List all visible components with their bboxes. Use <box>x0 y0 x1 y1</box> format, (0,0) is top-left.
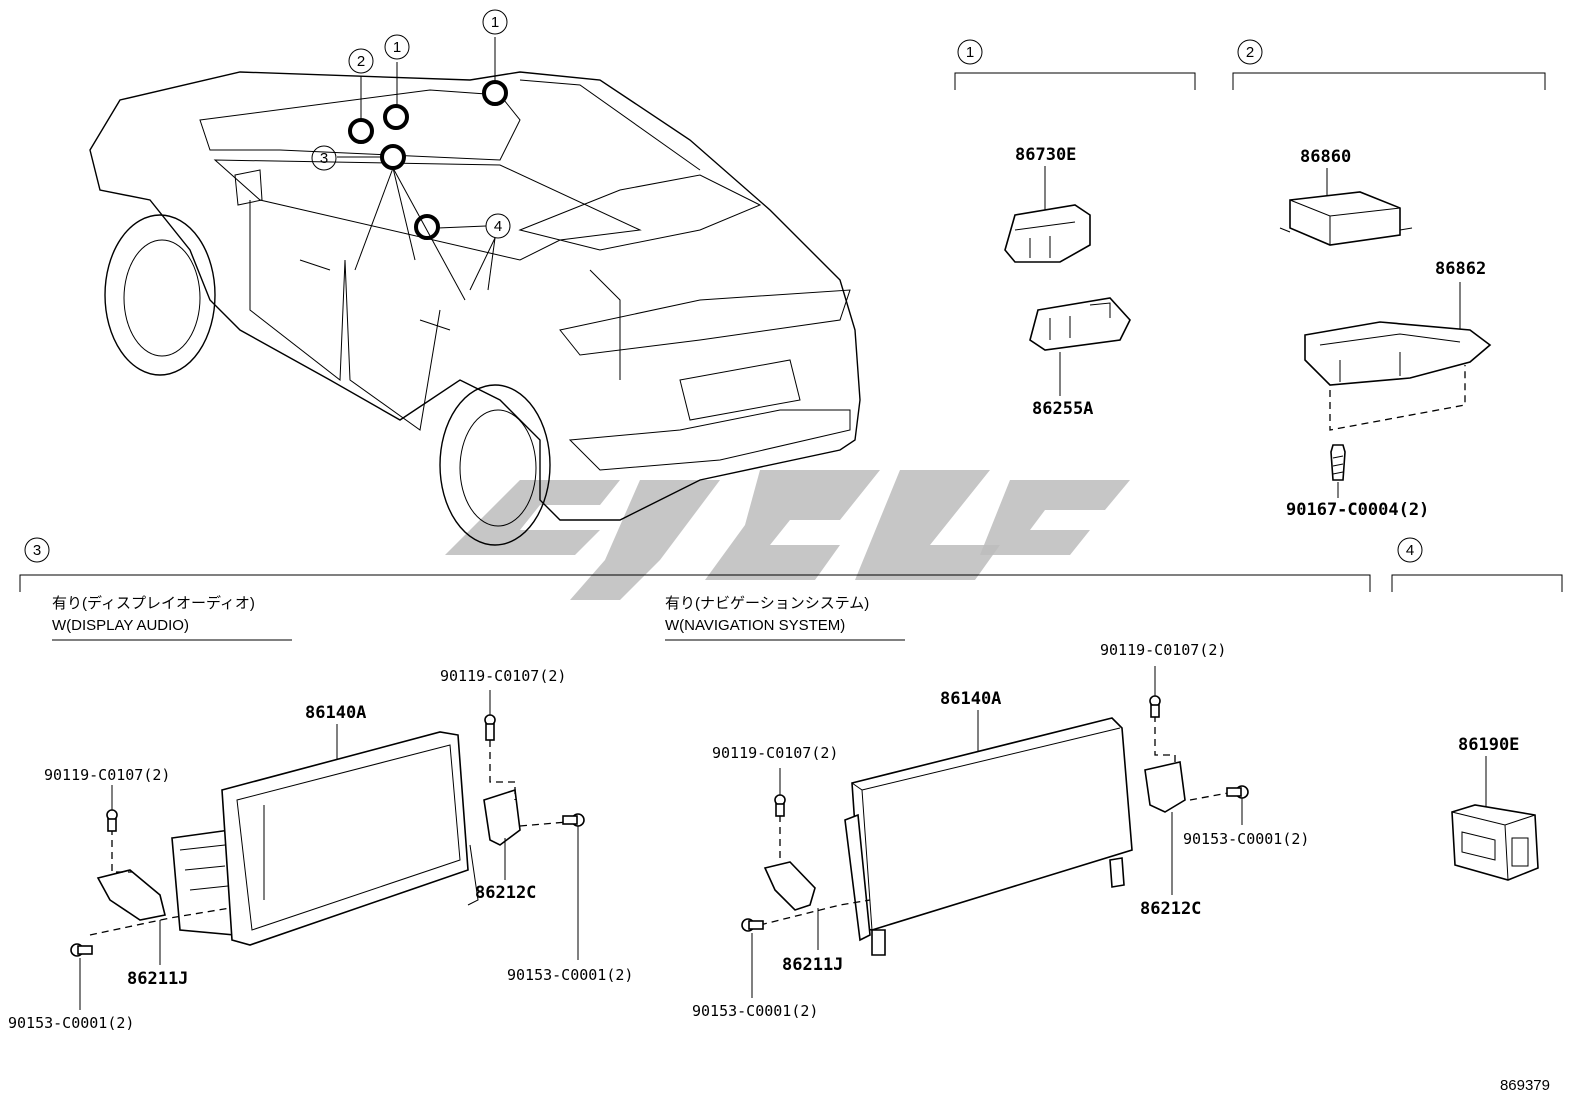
module-part-86860 <box>1279 191 1413 246</box>
bolt-right <box>562 813 585 827</box>
callout-number: 1 <box>393 39 401 56</box>
part-number-90119-C0107: 90119-C0107(2) <box>1100 641 1226 659</box>
switch-part-86730E <box>1004 204 1091 263</box>
part-number-86212C: 86212C <box>475 883 536 903</box>
part-number-86211J: 86211J <box>127 969 188 989</box>
callout-number: 1 <box>491 14 499 31</box>
callout-2-car: 2 <box>348 48 374 74</box>
screw-left <box>774 794 786 817</box>
part-number-86212C: 86212C <box>1140 899 1201 919</box>
location-markers <box>348 80 508 240</box>
screw-top <box>1149 695 1161 718</box>
section-4: 4 86190E <box>1391 537 1563 881</box>
bolt-left <box>741 918 764 932</box>
diagram-id: 869379 <box>1500 1077 1550 1094</box>
callout-4-car: 4 <box>485 213 511 239</box>
callout-3-car: 3 <box>311 145 337 171</box>
callout-number: 3 <box>320 150 328 167</box>
caption-jp: 有り(ナビゲーションシステム) <box>665 595 869 612</box>
callout-1-mid: 1 <box>384 34 410 60</box>
section-3-display-audio: 有り(ディスプレイオーディオ) W(DISPLAY AUDIO) 86140A <box>8 594 633 1032</box>
callout-number: 3 <box>33 542 41 559</box>
section-3-navigation: 有り(ナビゲーションシステム) W(NAVIGATION SYSTEM) 861… <box>665 595 1309 1020</box>
part-number-86860: 86860 <box>1300 147 1351 167</box>
part-number-86190E: 86190E <box>1458 735 1519 755</box>
watermark-logo <box>445 470 1130 600</box>
callout-number: 4 <box>494 218 502 235</box>
part-number-86140A: 86140A <box>305 703 366 723</box>
screw-90167 <box>1330 444 1346 481</box>
part-number-90119-C0107: 90119-C0107(2) <box>440 667 566 685</box>
part-number-90153-C0001: 90153-C0001(2) <box>692 1002 818 1020</box>
part-number-90153-C0001: 90153-C0001(2) <box>1183 830 1309 848</box>
callout-number: 2 <box>357 53 365 70</box>
callout-number: 1 <box>966 44 974 61</box>
section-3-header: 3 <box>19 537 1371 592</box>
callout-1-top: 1 <box>482 9 508 35</box>
part-number-90119-C0107: 90119-C0107(2) <box>712 744 838 762</box>
caption-en: W(DISPLAY AUDIO) <box>52 617 189 634</box>
bolt-right <box>1226 785 1249 799</box>
bolt-left <box>70 943 93 957</box>
screw-top <box>484 714 496 741</box>
part-number-86862: 86862 <box>1435 259 1486 279</box>
bracket-86211J <box>763 861 816 911</box>
part-number-86140A: 86140A <box>940 689 1001 709</box>
callout-number: 4 <box>1406 542 1414 559</box>
display-unit <box>171 731 469 946</box>
callout-number: 2 <box>1246 44 1254 61</box>
bracket-86211J <box>96 869 166 921</box>
part-number-86211J: 86211J <box>782 955 843 975</box>
part-number-90153-C0001: 90153-C0001(2) <box>507 966 633 984</box>
caption-jp: 有り(ディスプレイオーディオ) <box>52 594 255 612</box>
cover-part-86255A <box>1029 297 1131 351</box>
part-number-86730E: 86730E <box>1015 145 1076 165</box>
usb-port-part <box>1451 804 1539 881</box>
navigation-screen <box>844 717 1133 956</box>
part-number-90167-C0004: 90167-C0004(2) <box>1286 500 1429 520</box>
bracket-part-86862 <box>1304 321 1492 386</box>
section-1: 1 86730E 86255A <box>954 39 1196 419</box>
part-number-90119-C0107: 90119-C0107(2) <box>44 766 170 784</box>
caption-en: W(NAVIGATION SYSTEM) <box>665 617 845 634</box>
screw-left <box>106 809 118 832</box>
bracket-86212C <box>1144 761 1186 813</box>
bracket-86212C <box>467 788 521 906</box>
car-leaders <box>337 37 496 301</box>
part-number-86255A: 86255A <box>1032 399 1093 419</box>
part-number-90153-C0001: 90153-C0001(2) <box>8 1014 134 1032</box>
section-2: 2 86860 86862 90167-C0004(2) <box>1232 39 1546 520</box>
vehicle-illustration <box>89 71 861 546</box>
